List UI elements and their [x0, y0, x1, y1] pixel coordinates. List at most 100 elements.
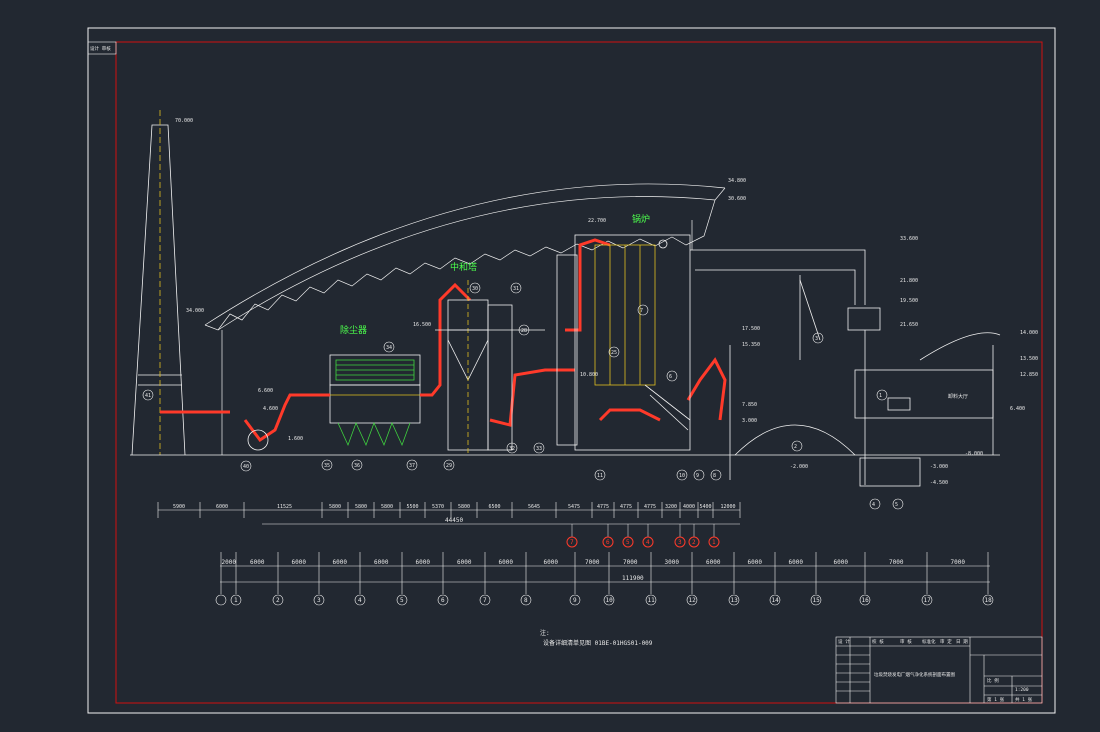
red-marker-circle — [674, 536, 686, 548]
svg-text:3.000: 3.000 — [742, 418, 757, 424]
notes-line: 设备详细清单见图 01BE-01HGS01-009 — [543, 639, 653, 647]
svg-text:17.500: 17.500 — [742, 326, 760, 332]
label-tipping-hall: 卸料大厅 — [948, 393, 968, 400]
svg-text:比 例: 比 例 — [987, 677, 999, 684]
red-marker-label: 7 — [570, 539, 574, 546]
grid-spacing-label: 6000 — [706, 559, 721, 566]
equipment-callouts: 41 40 34 35 36 37 30 31 32 33 28 29 11 1… — [142, 282, 904, 510]
fan — [247, 429, 269, 451]
grid-axis-bubble — [354, 594, 366, 606]
svg-text:32: 32 — [509, 446, 515, 452]
red-marker-circle — [566, 536, 578, 548]
grid-axis-bubble — [272, 594, 284, 606]
grid-spacing-label: 6000 — [416, 559, 431, 566]
grid-axis-label: 3 — [317, 597, 321, 604]
svg-text:21.800: 21.800 — [900, 278, 918, 284]
grid-axis-label: 16 — [862, 597, 870, 604]
grid-axis-label: 9 — [573, 597, 577, 604]
grid-axis-bubble — [396, 594, 408, 606]
svg-text:1: 1 — [879, 393, 882, 399]
notes-title: 注: — [540, 629, 550, 637]
svg-text:41: 41 — [145, 393, 151, 399]
upper-dim-label: 5900 — [173, 504, 185, 510]
grid-axis-bubble — [603, 594, 615, 606]
svg-text:33: 33 — [536, 446, 542, 452]
upper-dim-label: 5400 — [700, 504, 712, 510]
grid-axis-bubble — [313, 594, 325, 606]
red-marker-label: 3 — [678, 539, 682, 546]
svg-text:40: 40 — [243, 464, 249, 470]
roof-truss — [204, 183, 726, 455]
upper-dim-label: 5800 — [458, 504, 470, 510]
grid-spacing-label: 6000 — [748, 559, 763, 566]
svg-text:9: 9 — [696, 473, 699, 479]
grid-axis-label: 1 — [234, 597, 238, 604]
corner-label: 设计 审核 — [90, 45, 111, 52]
grid-axis-bubble — [520, 594, 532, 606]
svg-text:34.800: 34.800 — [728, 178, 746, 184]
svg-text:14.000: 14.000 — [1020, 330, 1038, 336]
grid-spacing-label: 6000 — [374, 559, 389, 566]
grid-spacing-label: 6000 — [789, 559, 804, 566]
svg-text:6: 6 — [669, 374, 672, 380]
upper-dim-label: 5800 — [355, 504, 367, 510]
grid-spacing-label: 2000 — [222, 559, 237, 566]
upper-dim-label: 5370 — [432, 504, 444, 510]
elev-chimney-top: 70.000 — [175, 118, 193, 124]
svg-text:10.800: 10.800 — [580, 372, 598, 378]
svg-text:2: 2 — [794, 444, 797, 450]
grid-spacing-label: 7000 — [623, 559, 638, 566]
svg-text:21.650: 21.650 — [900, 322, 918, 328]
elevation-labels: 33.600 21.800 19.500 21.650 22.700 17.50… — [258, 218, 1038, 486]
grid-spacing-label: 6000 — [292, 559, 307, 566]
svg-text:-2.000: -2.000 — [790, 464, 808, 470]
grid-axis-bubble — [769, 594, 781, 606]
upper-dim-label: 5800 — [329, 504, 341, 510]
upper-dim-label: 4775 — [597, 504, 609, 510]
svg-text:19.500: 19.500 — [900, 298, 918, 304]
grid-spacing-label: 7000 — [889, 559, 904, 566]
upper-dim-label: 4775 — [620, 504, 632, 510]
svg-text:13.500: 13.500 — [1020, 356, 1038, 362]
grid-axis-label: 17 — [924, 597, 932, 604]
svg-text:5: 5 — [895, 502, 898, 508]
svg-text:28: 28 — [521, 328, 527, 334]
boiler — [556, 234, 691, 451]
grid-spacing-label: 6000 — [544, 559, 559, 566]
grid-axis-label: 7 — [483, 597, 487, 604]
upper-dim-label: 5475 — [568, 504, 580, 510]
red-marker-circle — [708, 536, 720, 548]
grid-axis-bubble — [810, 594, 822, 606]
svg-text:10: 10 — [679, 473, 685, 479]
svg-text:36: 36 — [354, 463, 360, 469]
grid-axis-bubble — [728, 594, 740, 606]
svg-text:日 期: 日 期 — [956, 639, 968, 645]
svg-text:4.600: 4.600 — [263, 406, 278, 412]
svg-text:3: 3 — [815, 336, 818, 342]
sheet-border — [87, 27, 1056, 714]
svg-text:审 核: 审 核 — [900, 638, 912, 645]
svg-text:6.400: 6.400 — [1010, 406, 1025, 412]
grid-axis-label: 13 — [731, 597, 739, 604]
svg-text:6.600: 6.600 — [258, 388, 273, 394]
svg-text:设 计: 设 计 — [838, 638, 850, 645]
red-marker-circle — [602, 536, 614, 548]
grid-axis-label: 4 — [358, 597, 362, 604]
red-marker-label: 2 — [692, 539, 696, 546]
grid-axis-bubble — [479, 594, 491, 606]
red-marker-circle — [622, 536, 634, 548]
grid-spacing-label: 6000 — [457, 559, 472, 566]
grid-axis-bubble — [645, 594, 657, 606]
grid-axis-start — [215, 594, 227, 606]
title-block — [835, 636, 1043, 704]
grid-axis-label: 8 — [524, 597, 528, 604]
svg-text:-8.000: -8.000 — [965, 451, 983, 457]
refuse-bunker — [690, 249, 1001, 487]
red-marker-label: 1 — [712, 539, 716, 546]
svg-text:30.600: 30.600 — [728, 196, 746, 202]
svg-text:33.600: 33.600 — [900, 236, 918, 242]
svg-text:22.700: 22.700 — [588, 218, 606, 224]
upper-dim-label: 5800 — [381, 504, 393, 510]
